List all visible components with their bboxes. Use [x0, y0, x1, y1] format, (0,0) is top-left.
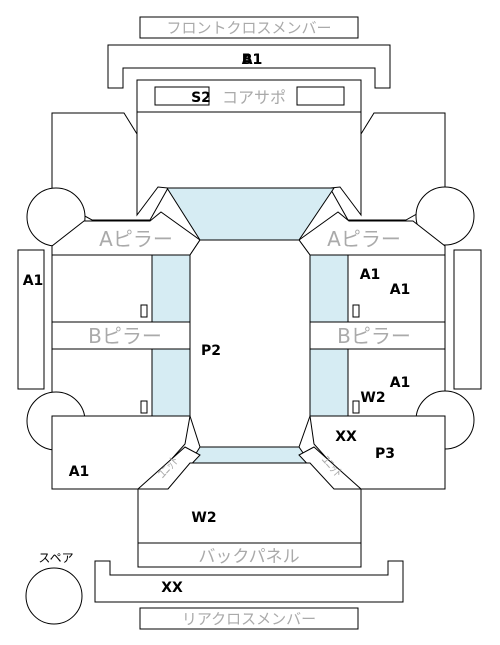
left-rear-window[interactable] — [151, 348, 191, 417]
right-front-fender[interactable] — [329, 112, 446, 221]
rear-window[interactable] — [189, 446, 311, 464]
spare-label: スペア — [38, 551, 73, 565]
b-pillar-left-label: Bピラー — [88, 324, 162, 348]
windshield[interactable] — [166, 187, 335, 241]
roof[interactable]: P2 — [189, 239, 311, 448]
spare-tire-circle — [25, 567, 83, 625]
right-front-wheel[interactable] — [415, 186, 475, 246]
right-front-door[interactable] — [347, 254, 446, 323]
back-panel[interactable]: バックパネル — [137, 542, 362, 568]
a-pillar-right-label: Aピラー — [327, 227, 401, 251]
left-quarter-code: A1 — [69, 464, 90, 480]
right-quarter-code-a: XX — [335, 429, 357, 445]
rear-cross-member-label: リアクロスメンバー — [182, 610, 316, 628]
spare-tire[interactable]: スペア — [25, 551, 83, 625]
core-support[interactable]: コアサポ S2 — [136, 79, 362, 113]
right-rear-door-code-a: A1 — [390, 375, 411, 391]
rear-bumper-code: XX — [161, 580, 183, 596]
a-pillar-right[interactable]: Aピラー — [298, 211, 446, 256]
front-cross-member[interactable]: フロントクロスメンバー — [139, 16, 359, 39]
front-bumper-code-a: B1 — [242, 52, 262, 68]
right-front-door-code-a: A1 — [360, 267, 381, 283]
right-side-strip[interactable] — [453, 249, 482, 390]
a-pillar-left-label: Aピラー — [99, 227, 173, 251]
left-front-door-handle[interactable] — [140, 304, 148, 318]
right-quarter-code-b: P3 — [375, 446, 395, 462]
front-bumper[interactable]: A1 B1 — [107, 44, 391, 89]
left-side-strip[interactable] — [17, 249, 45, 390]
right-rear-window[interactable] — [309, 348, 349, 417]
core-support-right-slot — [296, 86, 345, 106]
right-quarter-panel[interactable]: XX P3 — [309, 415, 446, 490]
core-support-left-slot — [154, 86, 210, 106]
a-pillar-left[interactable]: Aピラー — [51, 211, 201, 256]
roof-code: P2 — [201, 343, 221, 359]
right-rear-door-handle[interactable] — [352, 400, 360, 414]
left-side-code: A1 — [23, 273, 44, 289]
front-cross-member-label: フロントクロスメンバー — [166, 19, 331, 37]
left-front-window[interactable] — [151, 254, 191, 323]
trunk-lid[interactable]: W2 — [137, 462, 362, 544]
b-pillar-right-label: Bピラー — [337, 324, 411, 348]
trunk-code: W2 — [191, 510, 216, 526]
rear-cross-member[interactable]: リアクロスメンバー — [139, 607, 359, 630]
b-pillar-left[interactable]: Bピラー — [51, 321, 191, 350]
right-front-window[interactable] — [309, 254, 349, 323]
right-front-door-code-b: A1 — [390, 282, 411, 298]
right-front-door-handle[interactable] — [352, 304, 360, 318]
core-support-code: S2 — [191, 90, 211, 106]
rear-bumper[interactable]: XX — [94, 560, 404, 603]
right-rear-door-code-b: W2 — [360, 390, 385, 406]
b-pillar-right[interactable]: Bピラー — [309, 321, 446, 350]
back-panel-label: バックパネル — [198, 547, 299, 567]
left-rear-door-handle[interactable] — [140, 400, 148, 414]
core-support-label: コアサポ — [222, 88, 286, 107]
left-front-door[interactable] — [51, 254, 153, 323]
front-bumper-code-b: A1 — [242, 52, 263, 68]
